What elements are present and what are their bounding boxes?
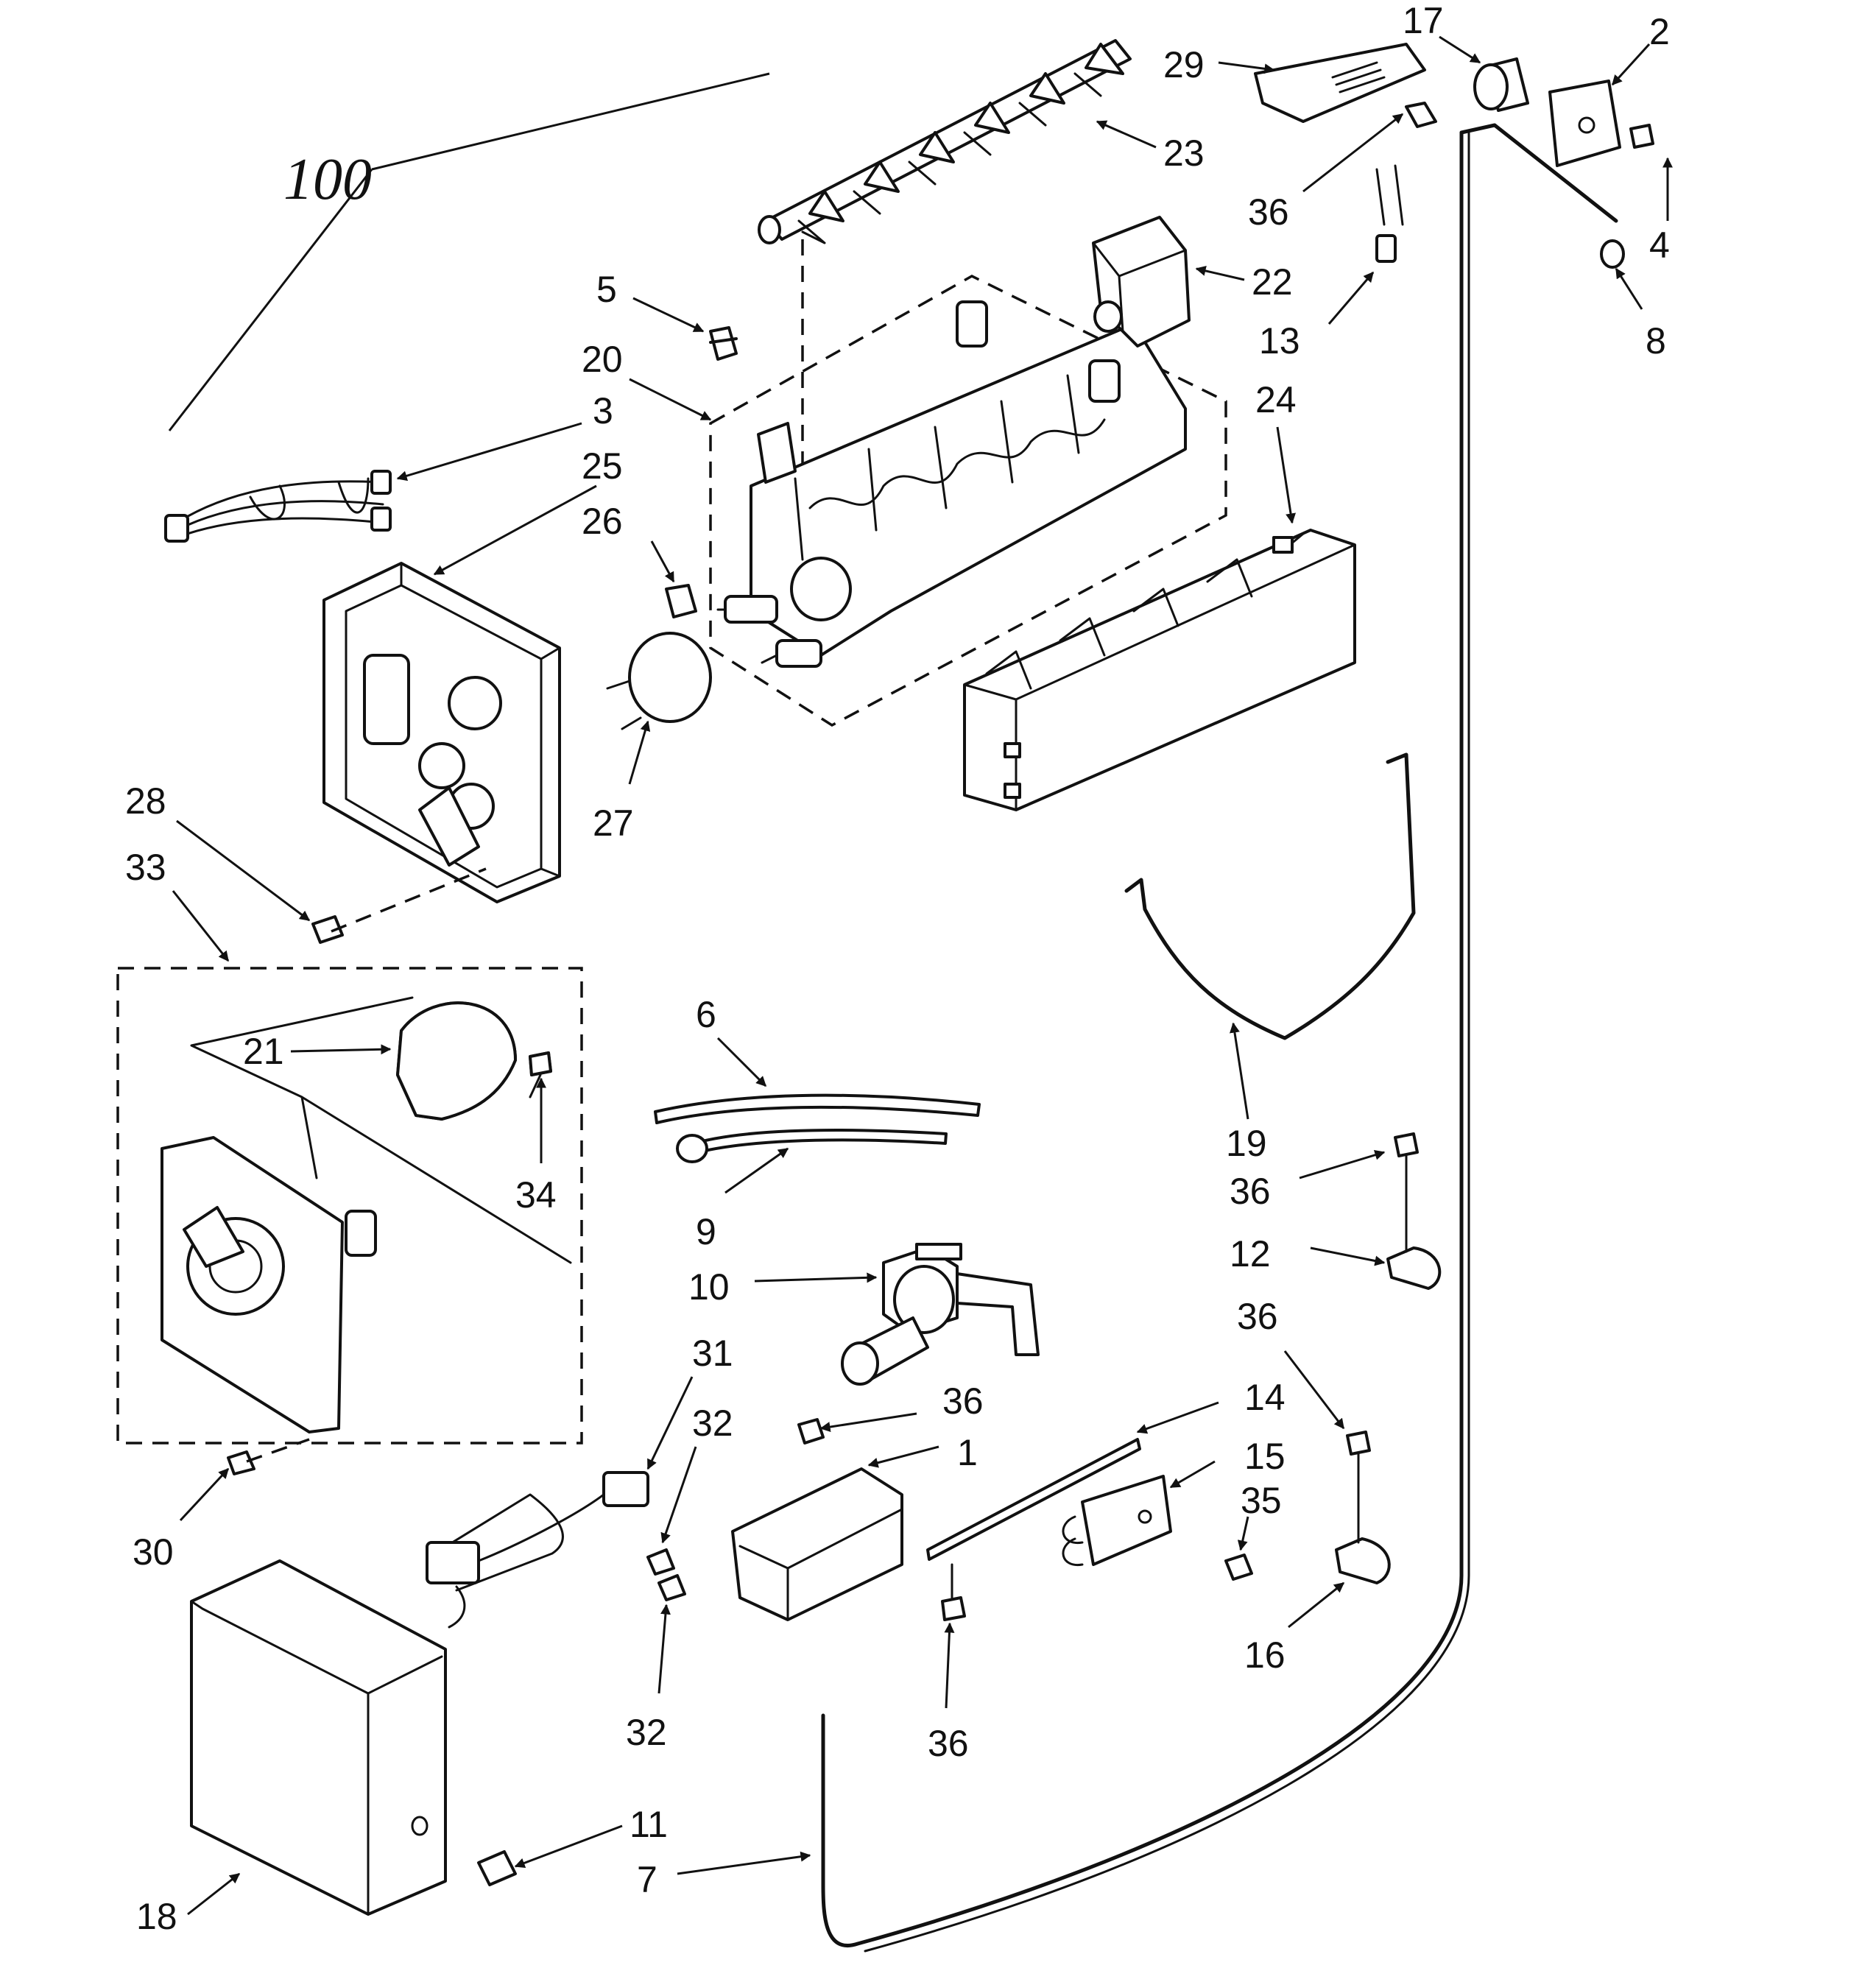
callout-27: 27 — [593, 803, 634, 844]
part-26-clip — [665, 584, 697, 618]
callout-10: 10 — [688, 1266, 730, 1308]
leader-lines — [172, 35, 1673, 1916]
callout-15: 15 — [1244, 1436, 1286, 1477]
part-29-bracket — [1254, 43, 1426, 123]
part-20-ice-mold — [709, 275, 1227, 727]
callout-26: 26 — [582, 501, 623, 542]
part-shaft-rod — [1459, 123, 1618, 223]
callout-23: 23 — [1163, 133, 1205, 174]
part-6-tube — [654, 1093, 981, 1124]
part-32-screw-b — [657, 1574, 686, 1601]
callout-11: 11 — [630, 1804, 668, 1845]
callout-19: 19 — [1226, 1123, 1267, 1164]
part-27-motor — [606, 632, 712, 730]
part-7-fill-tube — [821, 130, 1464, 1947]
callout-34: 34 — [515, 1174, 557, 1216]
part-28-screw — [311, 915, 344, 944]
callout-9: 9 — [696, 1211, 716, 1252]
part-34-screw — [529, 1051, 552, 1076]
part-18-cover — [190, 1559, 447, 1916]
callout-18: 18 — [136, 1896, 177, 1937]
part-9-tube — [676, 1129, 948, 1163]
callout-32: 32 — [626, 1712, 667, 1753]
part-30-screw — [227, 1450, 255, 1475]
part-10-water-valve — [841, 1243, 1040, 1386]
callout-21: 21 — [243, 1031, 284, 1072]
callout-22: 22 — [1252, 261, 1293, 303]
part-5-clip — [709, 326, 738, 361]
part-16-clamp — [1335, 1537, 1391, 1584]
callout-36: 36 — [1237, 1296, 1278, 1337]
callout-20: 20 — [582, 339, 623, 380]
callout-24: 24 — [1255, 379, 1297, 420]
mold-shaft — [716, 595, 822, 668]
part-36-screw-top — [1405, 102, 1437, 128]
callout-3: 3 — [593, 390, 613, 431]
part-31-harness — [426, 1471, 649, 1629]
part-11-plug — [477, 1850, 517, 1886]
callout-12: 12 — [1230, 1233, 1271, 1274]
part-23-ejector — [758, 39, 1132, 244]
callout-36: 36 — [1230, 1171, 1271, 1212]
callout-14: 14 — [1244, 1377, 1286, 1418]
part-24-shield — [963, 529, 1356, 811]
assembly-reference: 100 — [168, 72, 770, 431]
part-4-screw — [1629, 124, 1654, 149]
callout-30: 30 — [133, 1531, 174, 1573]
callout-1: 1 — [957, 1432, 978, 1473]
part-35-screw — [1224, 1553, 1253, 1581]
callout-16: 16 — [1244, 1634, 1286, 1676]
callout-36: 36 — [928, 1723, 969, 1764]
callout-7: 7 — [637, 1859, 657, 1900]
assembly-number-label: 100 — [283, 147, 372, 212]
part-17-bearing — [1473, 57, 1529, 112]
callout-13: 13 — [1259, 320, 1300, 361]
part-36-screw-12 — [1394, 1132, 1419, 1157]
callout-8: 8 — [1646, 320, 1666, 361]
part-36-screw-1 — [797, 1418, 825, 1445]
callout-28: 28 — [125, 780, 166, 822]
callout-32: 32 — [692, 1403, 733, 1444]
callout-25: 25 — [582, 445, 623, 487]
callout-2: 2 — [1649, 11, 1670, 52]
part-14-strip — [926, 1438, 1141, 1561]
callout-6: 6 — [696, 994, 716, 1035]
part-13-thermostat — [1375, 164, 1404, 263]
part-21-motor — [396, 1001, 517, 1121]
part-2-cover — [1548, 80, 1621, 167]
callout-29: 29 — [1163, 44, 1205, 85]
part-25-module-housing — [322, 562, 561, 903]
callout-33: 33 — [125, 847, 166, 888]
callout-4: 4 — [1649, 225, 1670, 266]
part-22-fill-cup — [1092, 216, 1191, 348]
callout-labels: 17 2 29 23 36 4 22 13 8 5 20 24 3 25 26 … — [125, 0, 1670, 1937]
callout-31: 31 — [692, 1333, 733, 1374]
part-36-screw-14 — [941, 1596, 966, 1621]
callout-5: 5 — [596, 269, 617, 310]
part-15-clamp — [1062, 1475, 1172, 1567]
callout-36: 36 — [1248, 191, 1289, 233]
part-8-washer — [1600, 239, 1625, 269]
part-1-bracket — [731, 1467, 903, 1621]
callout-36: 36 — [942, 1380, 984, 1422]
part-36-screw-16 — [1346, 1431, 1371, 1456]
part-32-screw-a — [646, 1548, 675, 1576]
callout-17: 17 — [1403, 0, 1444, 41]
callout-35: 35 — [1241, 1480, 1282, 1521]
part-3-wire-harness — [164, 470, 392, 543]
part-19-shutoff-arm — [1124, 752, 1416, 1040]
part-12-clamp — [1386, 1246, 1442, 1290]
